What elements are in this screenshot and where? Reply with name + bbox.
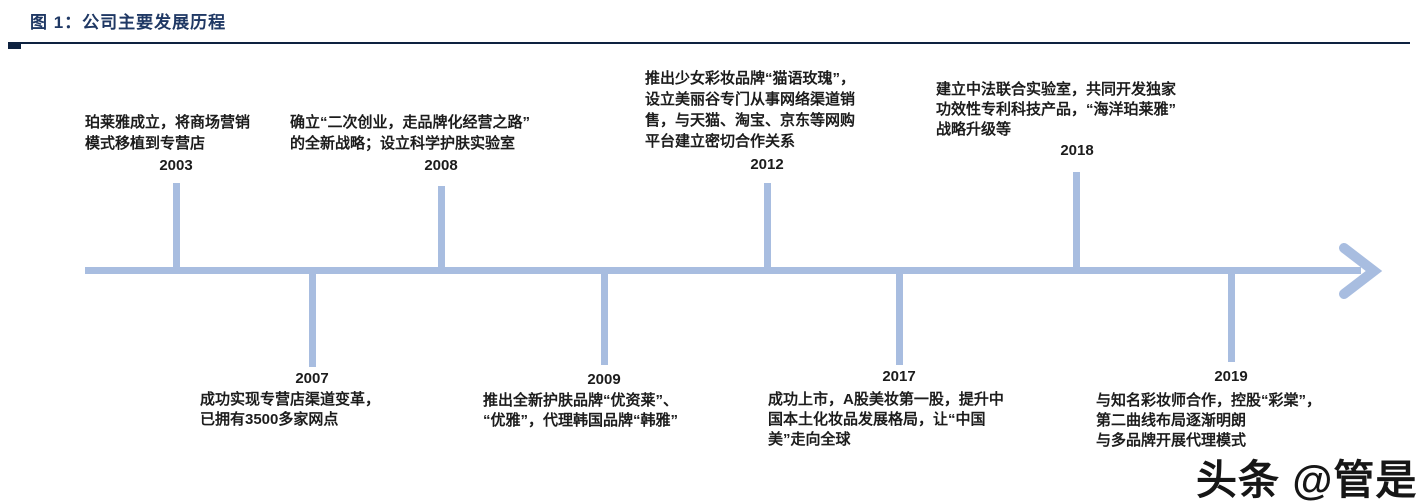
event-line: 平台建立密切合作关系 (645, 133, 796, 150)
event-2018-year: 2018 (1060, 142, 1094, 159)
timeline-connector-2017 (896, 274, 903, 365)
event-line: 设立美丽谷专门从事网络渠道销 (645, 91, 856, 108)
timeline-connector-2008 (438, 186, 445, 267)
event-2012-text: 推出少女彩妆品牌“猫语玫瑰”， 设立美丽谷专门从事网络渠道销 售，与天猫、淘宝、… (645, 68, 855, 152)
event-2017-text: 成功上市，A股美妆第一股，提升中 国本土化妆品发展格局，让“中国 美”走向全球 (768, 390, 1004, 450)
event-2007-text: 成功实现专营店渠道变革， 已拥有3500多家网点 (200, 390, 380, 430)
timeline-connector-2003 (173, 183, 180, 267)
event-line: 建立中法联合实验室，共同开发独家 (936, 81, 1177, 98)
event-2007-year: 2007 (295, 370, 329, 387)
title-underline (8, 42, 1410, 44)
event-2017-year: 2017 (882, 368, 916, 385)
arrow-right-icon (1339, 243, 1383, 299)
timeline-connector-2018 (1073, 172, 1080, 267)
event-2008-year: 2008 (424, 157, 458, 174)
event-line: 国本土化妆品发展格局，让“中国 (768, 411, 986, 428)
event-line: 确立“二次创业，走品牌化经营之路” (290, 114, 531, 131)
event-2018-text: 建立中法联合实验室，共同开发独家 功效性专利科技产品，“海洋珀莱雅” 战略升级等 (936, 80, 1176, 140)
event-2019-year: 2019 (1214, 368, 1248, 385)
event-line: 成功上市，A股美妆第一股，提升中 (768, 391, 1004, 408)
timeline-connector-2007 (309, 274, 316, 367)
event-line: 推出全新护肤品牌“优资莱”、 (483, 392, 679, 409)
title-underline-tab (8, 44, 21, 49)
event-line: 的全新战略；设立科学护肤实验室 (290, 135, 516, 152)
event-line: “优雅”，代理韩国品牌“韩雅” (483, 412, 679, 429)
event-line: 战略升级等 (936, 121, 1012, 138)
figure-title: 图 1：公司主要发展历程 (30, 13, 227, 32)
timeline-connector-2009 (601, 274, 608, 365)
event-line: 已拥有3500多家网点 (200, 411, 339, 428)
event-line: 成功实现专营店渠道变革， (200, 391, 381, 408)
event-2008-text: 确立“二次创业，走品牌化经营之路” 的全新战略；设立科学护肤实验室 (290, 112, 530, 154)
event-line: 功效性专利科技产品，“海洋珀莱雅” (936, 101, 1177, 118)
event-line: 模式移植到专营店 (85, 135, 206, 152)
event-line: 与多品牌开展代理模式 (1096, 432, 1247, 449)
event-2009-year: 2009 (587, 371, 621, 388)
timeline-connector-2012 (764, 183, 771, 267)
event-line: 第二曲线布局逐渐明朗 (1096, 412, 1247, 429)
timeline-connector-2019 (1228, 274, 1235, 362)
event-line: 美”走向全球 (768, 431, 851, 448)
event-line: 珀莱雅成立，将商场营销 (85, 114, 251, 131)
event-2012-year: 2012 (750, 156, 784, 173)
event-2019-text: 与知名彩妆师合作，控股“彩棠”， 第二曲线布局逐渐明朗 与多品牌开展代理模式 (1096, 391, 1321, 451)
timeline-axis (85, 267, 1361, 274)
watermark: 头条 @管是 (1196, 457, 1416, 501)
event-2003-year: 2003 (159, 157, 193, 174)
event-line: 与知名彩妆师合作，控股“彩棠”， (1096, 392, 1322, 409)
event-2003-text: 珀莱雅成立，将商场营销 模式移植到专营店 (85, 112, 250, 154)
event-2009-text: 推出全新护肤品牌“优资莱”、 “优雅”，代理韩国品牌“韩雅” (483, 391, 678, 431)
event-line: 推出少女彩妆品牌“猫语玫瑰”， (645, 70, 856, 87)
event-line: 售，与天猫、淘宝、京东等网购 (645, 112, 856, 129)
